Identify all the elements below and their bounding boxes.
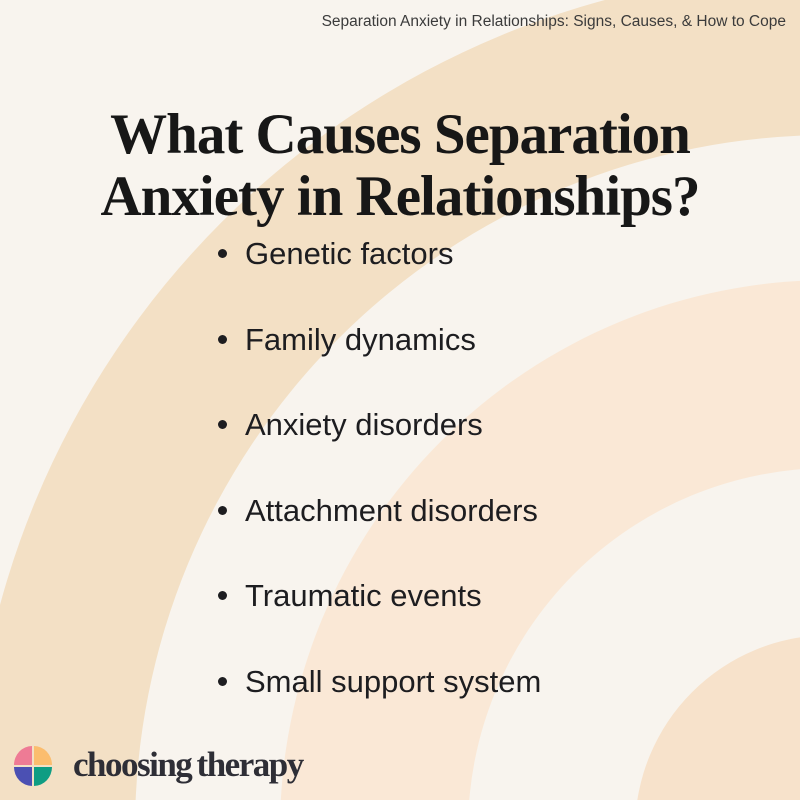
list-item: Genetic factors [218,238,541,270]
list-item-label: Family dynamics [245,321,476,357]
bullet-dot-icon [218,334,227,344]
list-item: Attachment disorders [218,492,541,528]
bullet-dot-icon [218,591,227,601]
list-item-label: Small support system [245,663,542,699]
logo-petal-teal-icon [34,767,52,786]
list-item-label: Attachment disorders [245,492,538,528]
list-item: Small support system [218,663,542,699]
header-caption: Separation Anxiety in Relationships: Sig… [321,13,786,30]
bullet-dot-icon [218,505,227,515]
list-item: Anxiety disorders [218,409,541,441]
list-item: Traumatic events [218,580,541,612]
choosing-therapy-logo-icon [14,746,52,786]
list-item-label: Anxiety disorders [245,407,483,442]
page-title-line1: What Causes Separation [110,103,691,167]
bullet-dot-icon [218,420,227,430]
brand-wordmark: choosing therapy [73,745,304,784]
list-item: Family dynamics [218,321,541,357]
logo-petal-orange-icon [34,746,52,765]
brand-logo: choosing therapy [14,744,304,786]
bullet-dot-icon [218,249,227,259]
logo-petal-indigo-icon [14,767,32,786]
list-item-label: Traumatic events [245,578,482,613]
bullet-dot-icon [218,676,227,686]
logo-petal-pink-icon [14,746,32,765]
causes-list: Genetic factors Family dynamics Anxiety … [218,238,541,697]
page-title-line2: Anxiety in Relationships? [100,164,701,228]
page-title: What Causes Separation Anxiety in Relati… [0,104,800,227]
list-item-label: Genetic factors [245,236,454,271]
